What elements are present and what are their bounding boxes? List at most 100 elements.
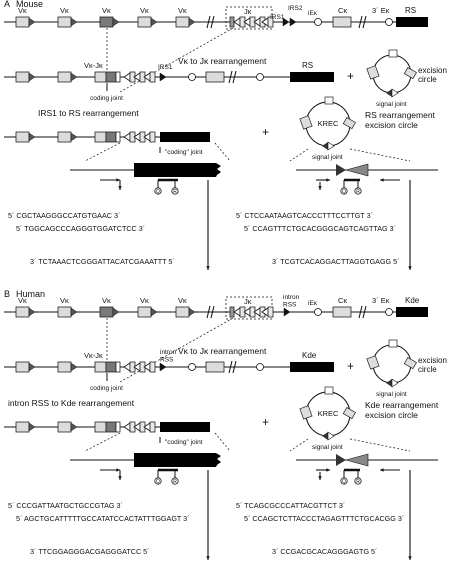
- v-segment: [15, 71, 30, 83]
- break-mark: [228, 70, 233, 84]
- arrowhead-icon: [408, 266, 412, 270]
- step1-title: Vκ to Jκ rearrangement: [178, 346, 267, 356]
- arrowhead-icon: [206, 266, 210, 270]
- probe-circle: [154, 477, 162, 485]
- v-rss-icon: [150, 17, 158, 27]
- ring-segment: [366, 355, 380, 370]
- zoom-dash: [84, 432, 121, 452]
- coding-joint-quoted-label: "coding" joint: [165, 439, 203, 446]
- zoom-dash: [289, 438, 309, 452]
- seq-right-3: 3´ TCGTCACAGGACTTAGGTGAGG 5´: [272, 257, 400, 266]
- signal-joint-icon: [322, 432, 328, 440]
- vk-label: Vκ: [60, 296, 69, 305]
- rs-segment: [396, 17, 428, 27]
- plus-sign: +: [347, 69, 354, 83]
- coding-joint-label: coding joint: [90, 385, 123, 392]
- probe-label: Q: [156, 189, 160, 195]
- j-rss-icon: [123, 422, 131, 432]
- rss-detail-icon: [336, 454, 346, 466]
- v-rss-icon: [28, 362, 36, 372]
- vk-label: Vκ: [178, 6, 187, 15]
- probe-label: R: [356, 479, 360, 485]
- vk-label: Vκ: [140, 296, 149, 305]
- signal-joint-icon: [386, 89, 392, 97]
- vj-joint: [105, 131, 117, 143]
- v-rss-icon: [150, 307, 158, 317]
- arrowhead-icon: [318, 186, 322, 190]
- vkjk-label: Vκ-Jκ: [84, 61, 103, 70]
- ring-segment: [403, 67, 417, 80]
- v-rss-icon: [28, 307, 36, 317]
- arrowhead-icon: [380, 468, 384, 472]
- ring-segment: [388, 339, 398, 348]
- j-segment: [115, 131, 121, 143]
- signal-joint-icon: [327, 431, 335, 441]
- j-segment: [149, 71, 156, 83]
- probe-circle: [171, 187, 179, 195]
- krec-label: KREC: [318, 119, 339, 128]
- break-mark: [210, 15, 215, 29]
- break-mark: [228, 360, 233, 374]
- vk-label: Vκ: [18, 6, 27, 15]
- v-segment: [94, 131, 107, 143]
- probe-label: Q: [156, 479, 160, 485]
- enhancer-circle: [314, 308, 322, 316]
- break-mark: [362, 305, 367, 319]
- v-rss-icon: [70, 422, 78, 432]
- v-rss-icon: [70, 17, 78, 27]
- vj-joint: [105, 421, 117, 433]
- ring-segment: [342, 407, 356, 420]
- signal-joint-icon: [391, 88, 399, 98]
- ring-segment: [388, 49, 398, 58]
- kde-label: Kde: [405, 296, 420, 305]
- j-segment: [115, 421, 121, 433]
- arrowhead-icon: [116, 468, 120, 472]
- vk-label: Vκ: [178, 296, 187, 305]
- panel-species: Human: [16, 289, 45, 299]
- v-segment: [137, 16, 152, 28]
- v-segment: [15, 131, 30, 143]
- arrowhead-icon: [116, 178, 120, 182]
- ring-segment: [324, 386, 334, 395]
- rs-label: RS: [405, 6, 416, 15]
- enhancer-circle: [385, 18, 393, 26]
- ring-segment: [342, 117, 356, 130]
- irs1-icon: [282, 17, 290, 27]
- v-segment: [137, 306, 152, 318]
- ck-segment: [332, 16, 352, 28]
- j-rss-icon: [233, 17, 241, 27]
- irs1-icon: [159, 72, 167, 82]
- signal-joint-icon: [322, 142, 328, 150]
- ragged-end-icon: [216, 453, 221, 467]
- iek-label: iEκ: [308, 300, 318, 307]
- kde-label: Kde: [302, 351, 317, 360]
- v-rss-icon: [28, 132, 36, 142]
- probe-label: Q: [342, 189, 346, 195]
- j-segment: [149, 361, 156, 373]
- coding-joint-label: coding joint: [90, 95, 123, 102]
- signal-joint-label: signal joint: [312, 154, 343, 161]
- ring-segment: [403, 357, 417, 370]
- j-segment: [267, 16, 274, 28]
- signal-joint-icon: [386, 379, 392, 387]
- iek-label: iEκ: [308, 10, 318, 17]
- probe-circle: [340, 477, 348, 485]
- ek3-label: 3´ Eκ: [372, 296, 390, 305]
- arrowhead-icon: [118, 186, 122, 190]
- arrowhead-icon: [118, 476, 122, 480]
- v-rss-icon: [70, 362, 78, 372]
- j-rss-icon: [123, 132, 131, 142]
- v-segment: [57, 16, 72, 28]
- ck-segment: [205, 361, 225, 373]
- probe-circle: [354, 477, 362, 485]
- irs1-label: IRS1: [270, 14, 285, 21]
- kde-segment: [290, 362, 334, 372]
- signal-joint-label: signal joint: [376, 101, 407, 108]
- step1-title: Vκ to Jκ rearrangement: [178, 56, 267, 66]
- v-rss-icon: [188, 17, 196, 27]
- zoom-dash: [289, 148, 309, 162]
- v-segment: [57, 71, 72, 83]
- v-rss-icon: [188, 307, 196, 317]
